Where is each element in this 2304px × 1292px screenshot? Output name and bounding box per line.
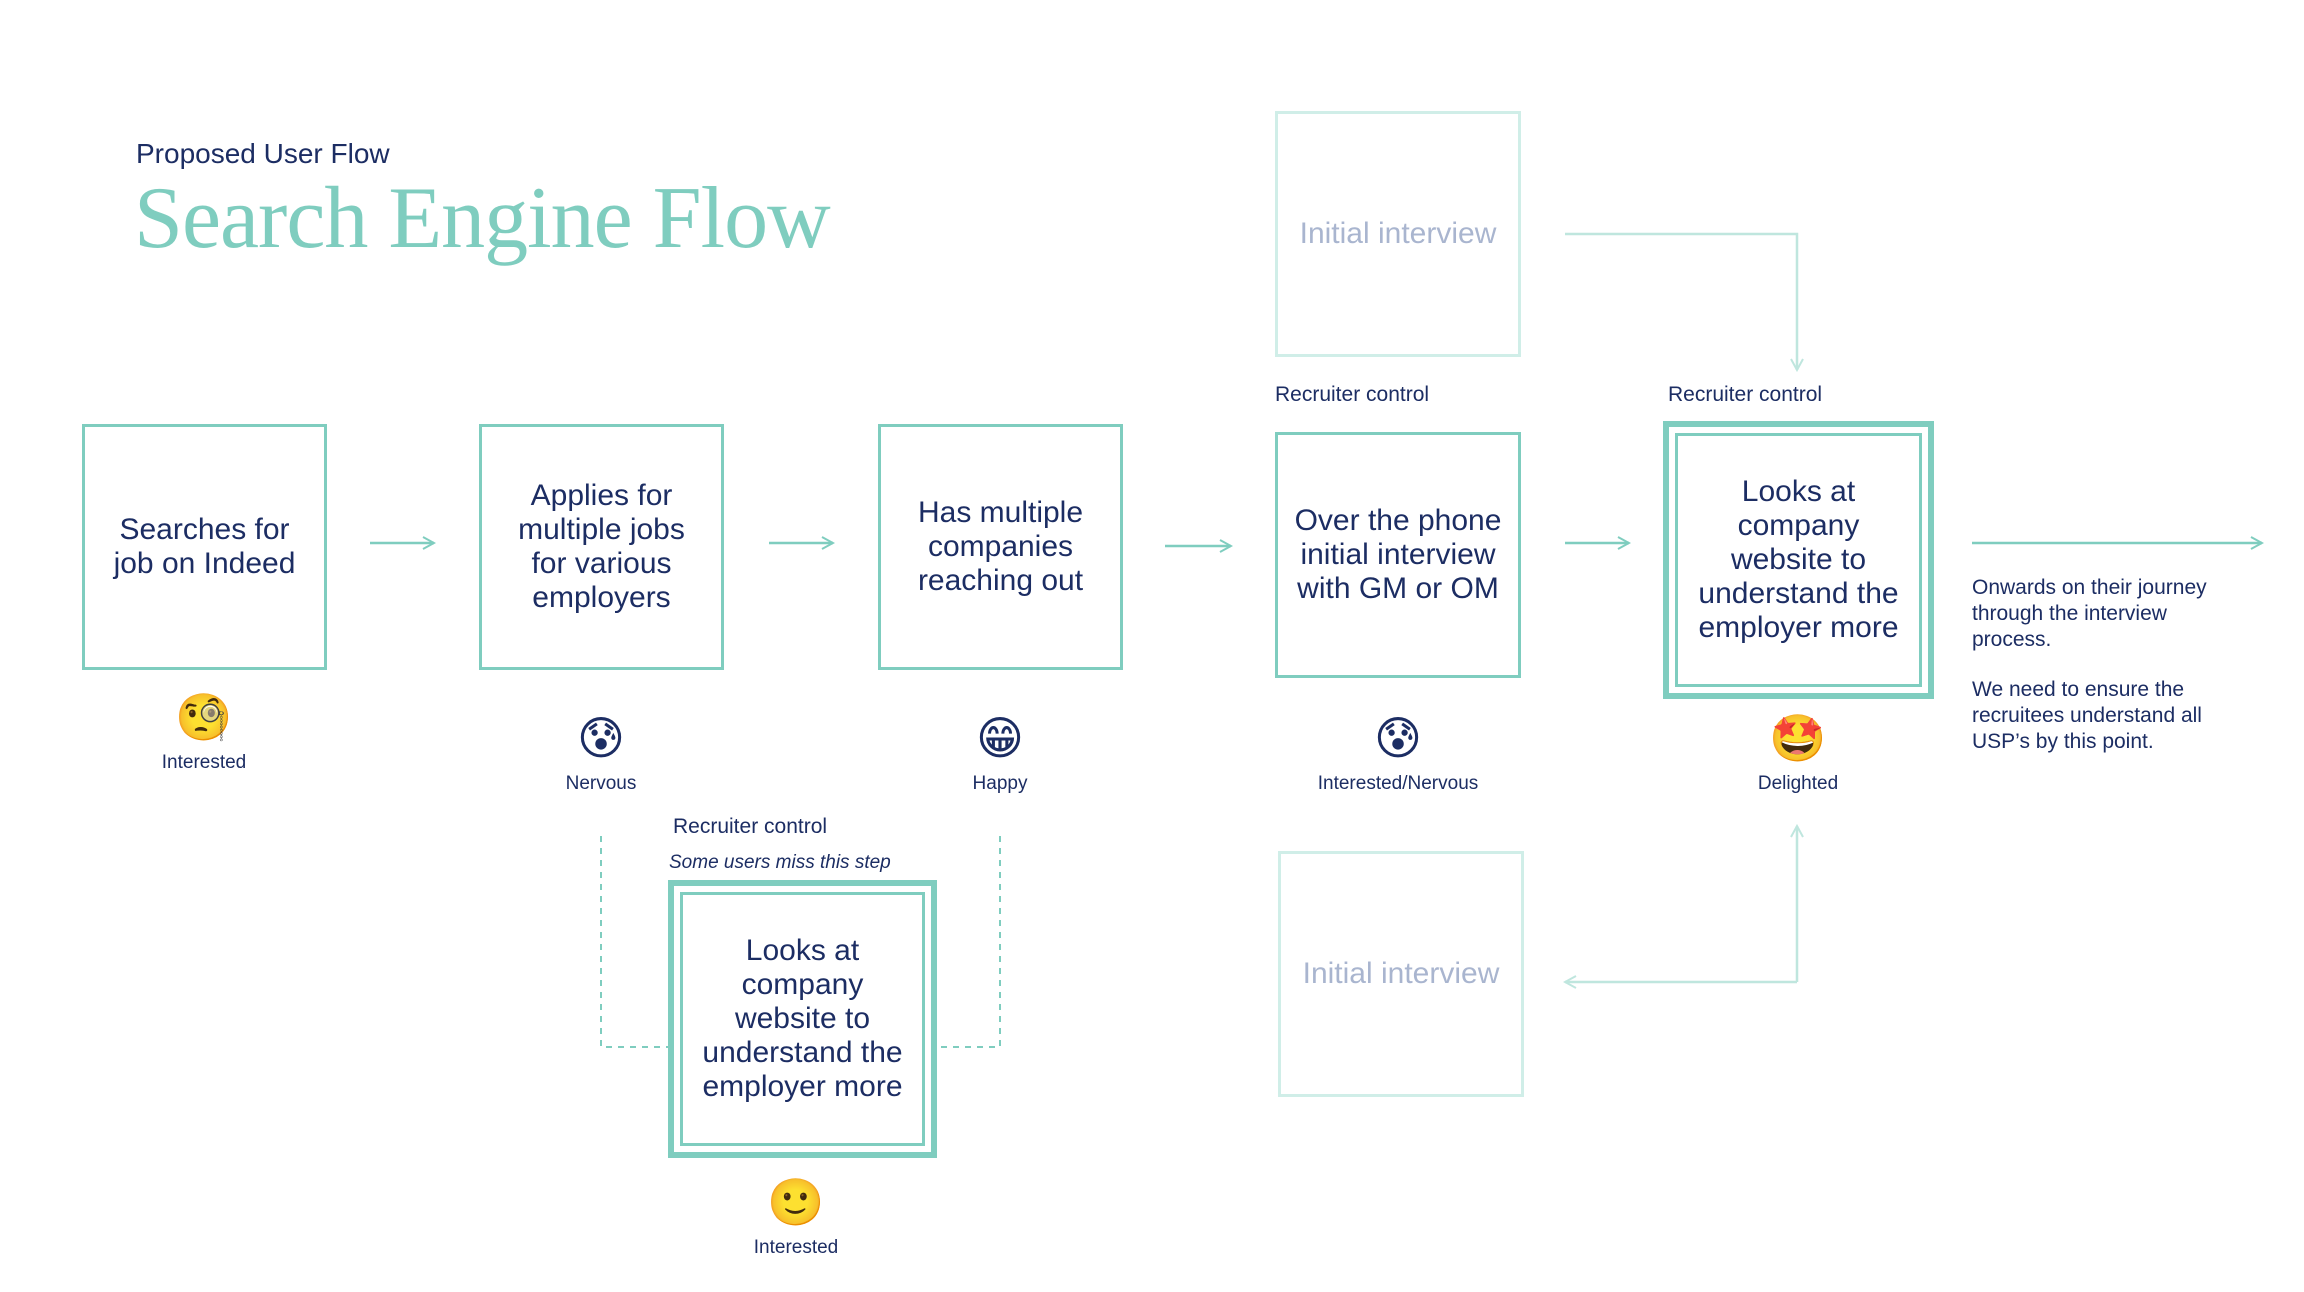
step-website-mood: 🤩 Delighted — [1698, 711, 1898, 795]
step-apply-box: Applies for multiple jobs for various em… — [479, 424, 724, 670]
step-reaching-box: Has multiple companies reaching out — [878, 424, 1123, 670]
branch-website-text: Looks at company website to understand t… — [702, 934, 903, 1103]
branch-website-box: Looks at company website to understand t… — [668, 880, 937, 1158]
step-website-text: Looks at company website to understand t… — [1698, 475, 1899, 644]
arrow-top-interview — [1565, 232, 1797, 370]
monocle-face-icon: 🧐 — [175, 691, 233, 743]
branch-mood: 🙂 Interested — [696, 1175, 896, 1259]
branch-note: Some users miss this step — [669, 852, 891, 873]
anxious-face-icon: 😰 — [1374, 712, 1422, 764]
branch-dashed-right — [936, 836, 1001, 1048]
slightly-smiling-face-icon: 🙂 — [767, 1176, 825, 1228]
branch-control-label: Recruiter control — [673, 815, 828, 838]
step-phone-control-label: Recruiter control — [1275, 383, 1430, 406]
mood-label: Nervous — [565, 773, 637, 794]
step-reaching-text: Has multiple companies reaching out — [917, 496, 1084, 597]
step-phone-text: Over the phone initial interview with GM… — [1294, 504, 1502, 605]
branch-dashed-left — [600, 836, 668, 1048]
step-website-control-label: Recruiter control — [1668, 383, 1823, 406]
step-phone-box: Over the phone initial interview with GM… — [1275, 432, 1521, 678]
step-apply-mood: 😰 Nervous — [501, 711, 701, 795]
page-subtitle: Proposed User Flow — [136, 138, 390, 169]
faded-interview-bottom-text: Initial interview — [1302, 957, 1500, 990]
star-struck-face-icon: 🤩 — [1769, 712, 1827, 764]
step-website-inner: Looks at company website to understand t… — [1675, 433, 1922, 687]
mood-label: Interested — [753, 1237, 839, 1258]
mood-label: Interested/Nervous — [1317, 773, 1479, 794]
note-journey: Onwards on their journey through the int… — [1972, 576, 2207, 651]
step-website-box: Looks at company website to understand t… — [1663, 421, 1934, 699]
note-usp: We need to ensure the recruitees underst… — [1972, 678, 2202, 753]
grinning-face-icon: 😁 — [976, 712, 1024, 764]
mood-label: Interested — [161, 752, 247, 773]
step-reaching-mood: 😁 Happy — [900, 711, 1100, 795]
mood-label: Happy — [972, 773, 1028, 794]
step-search-mood: 🧐 Interested — [104, 690, 304, 774]
branch-website-inner: Looks at company website to understand t… — [680, 892, 925, 1146]
anxious-face-icon: 😰 — [577, 712, 625, 764]
step-apply-text: Applies for multiple jobs for various em… — [518, 479, 685, 614]
step-search-box: Searches for job on Indeed — [82, 424, 327, 670]
mood-label: Delighted — [1757, 773, 1839, 794]
faded-interview-bottom-box: Initial interview — [1278, 851, 1524, 1097]
faded-interview-top-text: Initial interview — [1299, 217, 1497, 250]
page-title: Search Engine Flow — [134, 170, 831, 267]
step-phone-mood: 😰 Interested/Nervous — [1278, 711, 1518, 795]
step-search-text: Searches for job on Indeed — [113, 513, 296, 580]
faded-interview-top-box: Initial interview — [1275, 111, 1521, 357]
